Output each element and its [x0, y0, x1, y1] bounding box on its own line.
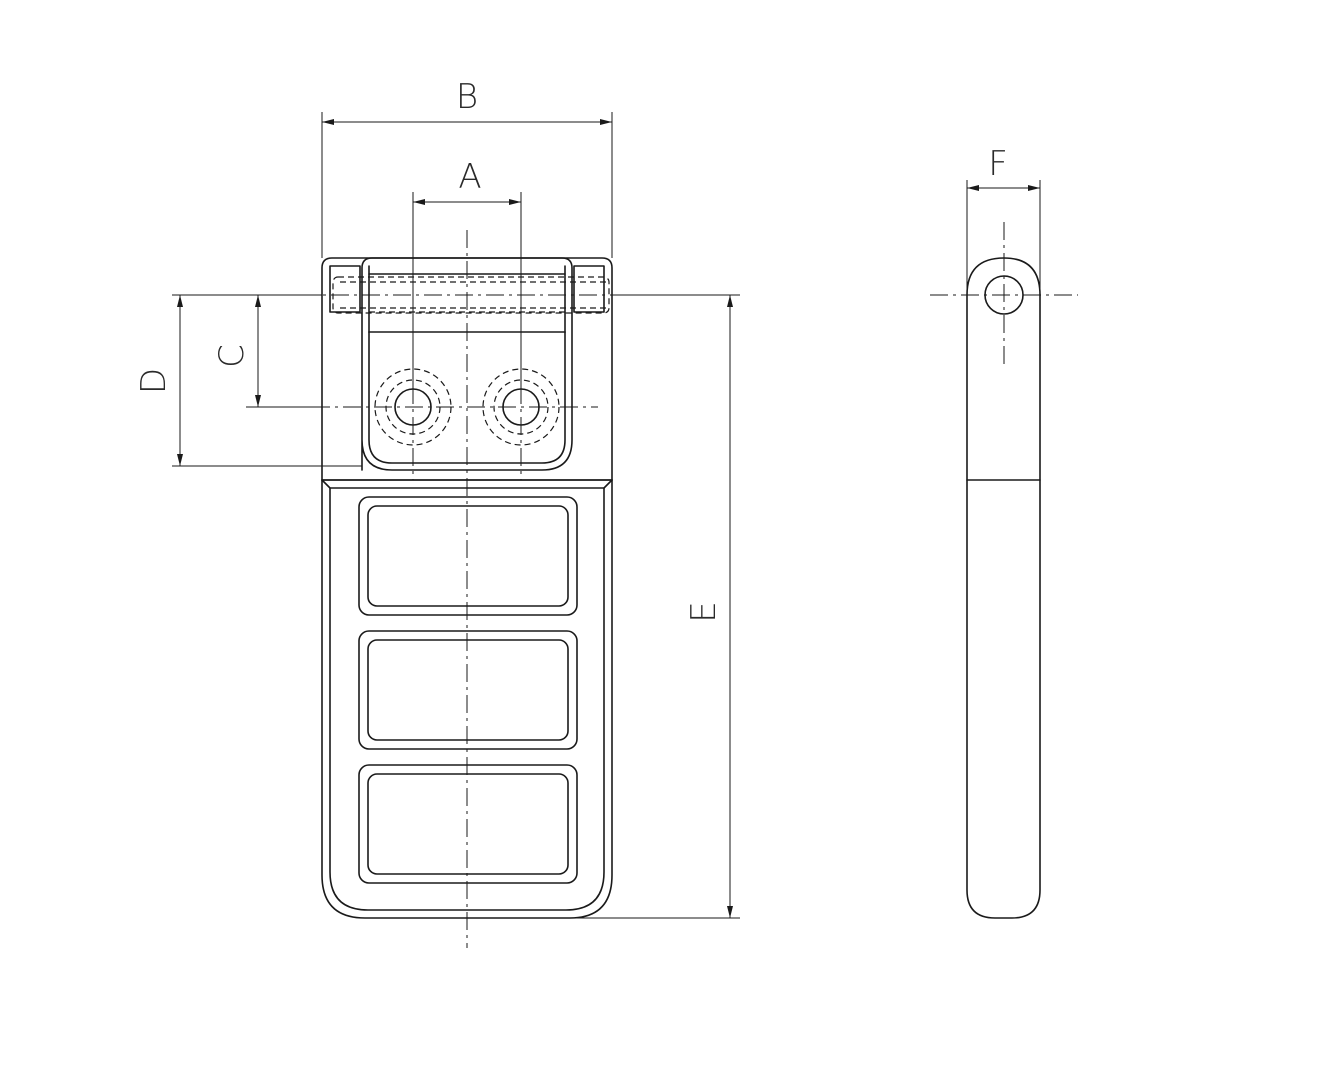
pocket-2: [358, 630, 578, 750]
right-hole-counterbore: [482, 368, 560, 446]
dimension-f: F: [966, 144, 1041, 295]
dimension-d: D: [134, 294, 362, 467]
dimension-label-c: C: [212, 344, 252, 368]
side-outline: [966, 257, 1041, 919]
dimension-label-d: D: [134, 368, 174, 394]
plate-inner-border: [329, 487, 605, 911]
left-lug: [329, 265, 361, 313]
dimension-label-e: E: [684, 601, 724, 622]
dimension-e: E: [570, 294, 740, 919]
dimension-label-b: B: [456, 77, 478, 117]
dimension-c: C: [212, 294, 322, 408]
right-lug: [573, 265, 605, 313]
pocket-3: [358, 764, 578, 884]
dimension-label-f: F: [988, 144, 1008, 184]
dimension-b: B: [321, 77, 613, 258]
front-view: [250, 230, 640, 948]
pocket-1: [358, 496, 578, 616]
knuckle-block: [361, 257, 573, 471]
dimension-label-a: A: [458, 157, 481, 197]
side-view: [930, 222, 1078, 919]
dimension-a: A: [412, 157, 522, 390]
